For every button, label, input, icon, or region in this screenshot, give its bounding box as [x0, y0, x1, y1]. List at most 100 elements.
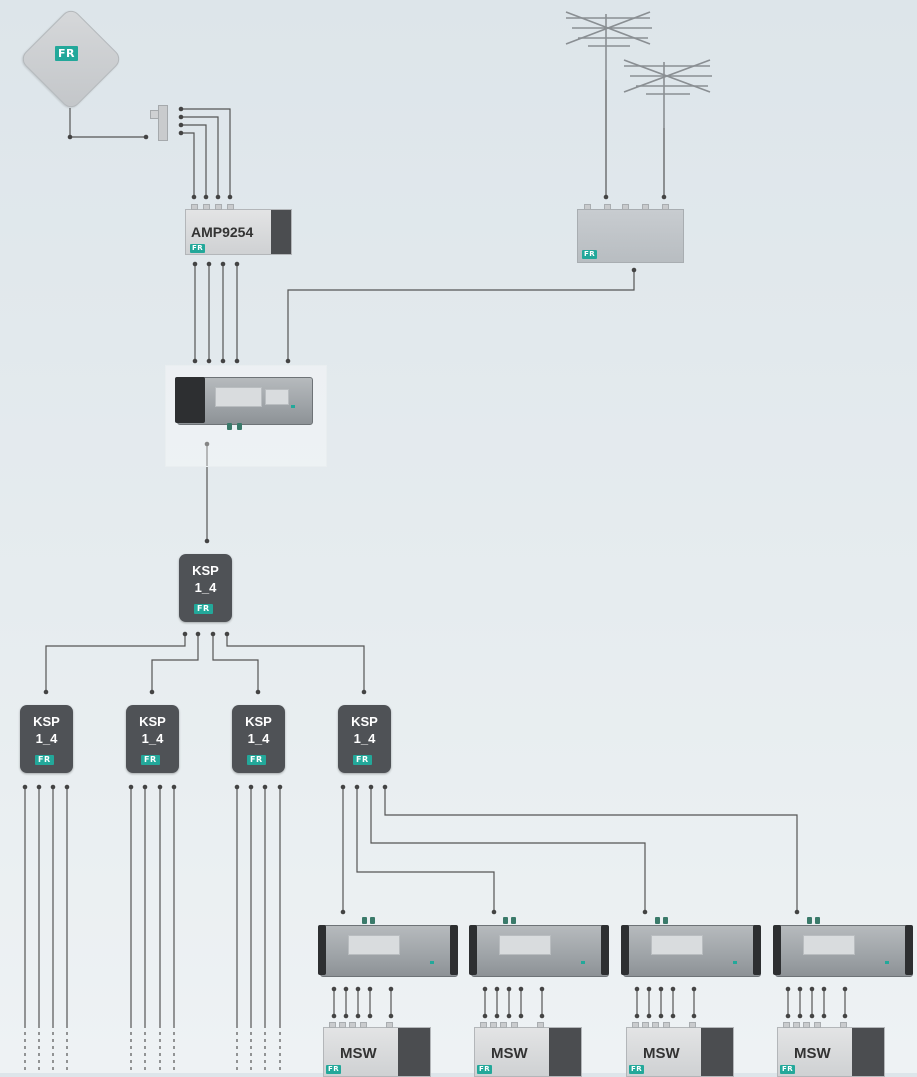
wire-connector-dot	[382, 784, 388, 790]
wire-connector-dot	[206, 358, 212, 364]
wire-connector-dot	[171, 784, 177, 790]
wire-connector-dot	[220, 358, 226, 364]
msw-label: MSW	[340, 1045, 377, 1062]
wire-connector-dot	[355, 1013, 361, 1019]
msw-block: MSW FR	[323, 1022, 431, 1077]
wire-connector-dot	[634, 986, 640, 992]
wire-connector-dot	[215, 194, 221, 200]
wire-connector-dot	[234, 358, 240, 364]
brand-badge: FR	[194, 604, 213, 614]
multiswitch-feed-wire	[385, 787, 797, 912]
wire-connector-dot	[821, 1013, 827, 1019]
wire-connector-dot	[277, 784, 283, 790]
multiswitch-feed-wire	[357, 787, 494, 912]
wire-connector-dot	[691, 1013, 697, 1019]
lnb-output-wire	[181, 109, 230, 197]
wire-connector-dot	[367, 1013, 373, 1019]
lnb-output-wire	[181, 125, 206, 197]
wire-connector-dot	[821, 986, 827, 992]
wire-connector-dot	[262, 784, 268, 790]
wire-connector-dot	[178, 130, 184, 136]
wire-connector-dot	[331, 1013, 337, 1019]
ksp-label-line2: 1_4	[247, 731, 270, 746]
wire-connector-dot	[142, 784, 148, 790]
ksp-splitter: KSP 1_4 FR	[338, 705, 391, 773]
lnb-icon	[158, 105, 168, 141]
brand-badge: FR	[190, 244, 206, 253]
brand-badge: FR	[477, 1065, 493, 1074]
ksp-label-line1: KSP	[139, 714, 166, 729]
wire-connector-dot	[603, 194, 609, 200]
brand-badge: FR	[247, 755, 266, 765]
splitter-branch-wire	[213, 634, 258, 692]
wire-connector-dot	[178, 122, 184, 128]
yagi-antenna-icon	[566, 12, 650, 44]
brand-badge: FR	[141, 755, 160, 765]
wire-connector-dot	[210, 631, 216, 637]
wire-connector-dot	[670, 986, 676, 992]
wire-connector-dot	[220, 261, 226, 267]
brand-badge: FR	[780, 1065, 796, 1074]
amplifier-block: AMP9254 FR	[185, 204, 292, 255]
ksp-label-line1: KSP	[192, 563, 219, 578]
wire-connector-dot	[128, 784, 134, 790]
wire-connector-dot	[192, 261, 198, 267]
wire-connector-dot	[518, 986, 524, 992]
msw-block: MSW FR	[777, 1022, 885, 1077]
terrestrial-amplifier-block: FR	[577, 204, 684, 263]
wire-connector-dot	[661, 194, 667, 200]
wire-connector-dot	[224, 631, 230, 637]
multiswitch-feed-wire	[371, 787, 645, 912]
wire-connector-dot	[518, 1013, 524, 1019]
multiswitch-icon	[773, 915, 915, 985]
brand-badge: FR	[629, 1065, 645, 1074]
wire-connector-dot	[539, 1013, 545, 1019]
wire-connector-dot	[691, 986, 697, 992]
wire-connector-dot	[785, 986, 791, 992]
wire-connector-dot	[67, 134, 73, 140]
msw-block: MSW FR	[626, 1022, 734, 1077]
wire-connector-dot	[809, 1013, 815, 1019]
wire-connector-dot	[367, 986, 373, 992]
wire-connector-dot	[203, 194, 209, 200]
wire-connector-dot	[248, 784, 254, 790]
ksp-splitter: KSP 1_4 FR	[126, 705, 179, 773]
wire-connector-dot	[494, 986, 500, 992]
wire-connector-dot	[178, 106, 184, 112]
wire-connector-dot	[64, 784, 70, 790]
ksp-label-line1: KSP	[33, 714, 60, 729]
terrestrial-feed-wire	[288, 270, 634, 361]
ksp-splitter: KSP 1_4 FR	[232, 705, 285, 773]
wire-connector-dot	[494, 1013, 500, 1019]
wire-connector-dot	[646, 1013, 652, 1019]
wire-connector-dot	[331, 986, 337, 992]
wire-connector-dot	[361, 689, 367, 695]
msw-label: MSW	[794, 1045, 831, 1062]
yagi-antenna-icon	[624, 60, 710, 92]
ksp-label-line2: 1_4	[141, 731, 164, 746]
splitter-branch-wire	[227, 634, 364, 692]
ksp-label-line1: KSP	[351, 714, 378, 729]
wire-connector-dot	[204, 538, 210, 544]
wire-connector-dot	[343, 1013, 349, 1019]
wire-connector-dot	[204, 441, 210, 447]
wire-connector-dot	[234, 261, 240, 267]
wire-connector-dot	[634, 1013, 640, 1019]
msw-label: MSW	[491, 1045, 528, 1062]
wire-connector-dot	[22, 784, 28, 790]
wire-connector-dot	[539, 986, 545, 992]
multiswitch-icon	[469, 915, 611, 985]
wire-connector-dot	[255, 689, 261, 695]
wire-connector-dot	[658, 986, 664, 992]
brand-badge: FR	[582, 250, 598, 259]
ksp-label-line1: KSP	[245, 714, 272, 729]
wire-connector-dot	[36, 784, 42, 790]
ksp-splitter: KSP 1_4 FR	[20, 705, 73, 773]
wire-connector-dot	[149, 689, 155, 695]
wire-connector-dot	[195, 631, 201, 637]
ksp-splitter-root: KSP 1_4 FR	[179, 554, 232, 622]
wire-connector-dot	[670, 1013, 676, 1019]
wire-connector-dot	[143, 134, 149, 140]
wire-connector-dot	[842, 1013, 848, 1019]
lnb-output-wire	[181, 133, 194, 197]
